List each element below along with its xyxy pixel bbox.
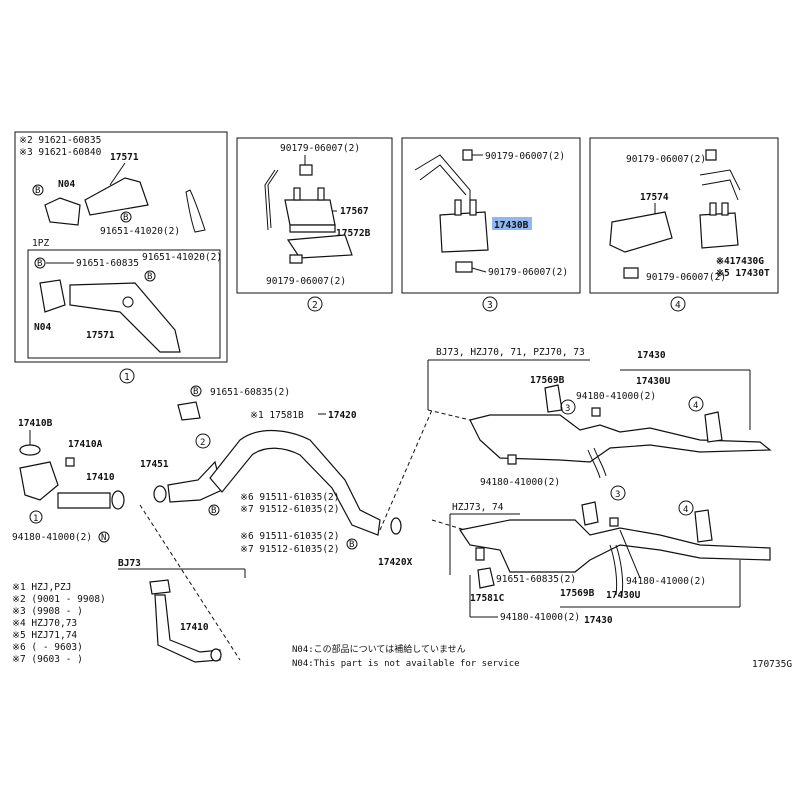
part-17569B-upper: 17569B xyxy=(530,375,565,386)
panel-2: 90179-06007(2) 17567 17572B 90179-06007(… xyxy=(236,137,393,312)
b-marker: B xyxy=(35,186,40,196)
b-marker: B xyxy=(349,540,354,550)
bj73-label: BJ73 xyxy=(118,558,141,569)
bolt-91512-b: ※7 91512-61035(2) xyxy=(240,544,339,555)
sub-bolt-91651-60835: 91651-60835 xyxy=(76,258,139,269)
b-marker: B xyxy=(211,506,216,516)
note-en: N04:This part is not available for servi… xyxy=(292,659,520,669)
part-17410A: 17410A xyxy=(68,439,103,450)
bolt-94180-front: 94180-41000(2) xyxy=(12,532,92,543)
part-17571: 17571 xyxy=(110,152,139,163)
part-17420X: 17420X xyxy=(378,557,413,568)
part-17430T: ※5 17430T xyxy=(716,268,770,279)
panel-4: 90179-06007(2) 17574 ※417430G 90179-0600… xyxy=(589,137,779,312)
bolt-91511-b: ※6 91511-61035(2) xyxy=(240,531,339,542)
part-17572B: 17572B xyxy=(336,228,371,239)
b-marker: B xyxy=(147,272,152,282)
ref-91621-60835: ※2 91621-60835 xyxy=(19,135,101,146)
bolt-91651-front: 91651-60835(2) xyxy=(210,387,290,398)
circle-3-upper: 3 xyxy=(565,404,570,414)
legend-6: ※6 ( - 9603) xyxy=(12,642,83,653)
panel-3: 90179-06007(2) 17430B 90179-06007(2) 3 xyxy=(401,137,581,312)
models-lower: HZJ73, 74 xyxy=(452,502,504,513)
b-marker: B xyxy=(37,259,42,269)
nut-90179-top-4: 90179-06007(2) xyxy=(626,154,706,165)
panel-1: ※2 91621-60835 ※3 91621-60840 17571 B N0… xyxy=(14,131,228,384)
note-jp: N04:この部品については補給していません xyxy=(292,643,466,655)
upper-muffler-assembly: BJ73, HZJ70, 71, PZJ70, 73 17430 17430U … xyxy=(427,347,772,488)
bolt-91651-lower: 91651-60835(2) xyxy=(496,574,576,585)
legend-5: ※5 HZJ71,74 xyxy=(12,630,77,641)
bolt-94180-lower-bottom: 94180-41000(2) xyxy=(500,612,580,623)
legend-3: ※3 (9908 - ) xyxy=(12,606,83,617)
nut-90179-bottom-4: 90179-06007(2) xyxy=(646,272,726,283)
part-17451: 17451 xyxy=(140,459,169,470)
part-17569B-lower: 17569B xyxy=(560,588,595,599)
circle-4-upper: 4 xyxy=(693,401,698,411)
bj73-part-17410: 17410 xyxy=(180,622,209,633)
legend-2: ※2 (9001 - 9908) xyxy=(12,594,106,605)
part-17430B: 17430B xyxy=(494,220,529,231)
n-marker: N xyxy=(101,533,106,543)
lower-muffler-assembly: HZJ73, 74 3 4 91651-60835(2) 17581C 1756… xyxy=(431,485,771,626)
bolt-91651-41020: 91651-41020(2) xyxy=(100,226,180,237)
part-17430-upper: 17430 xyxy=(637,350,666,361)
part-17430-lower: 17430 xyxy=(584,615,613,626)
b-marker: B xyxy=(193,387,198,397)
legend-7: ※7 (9603 - ) xyxy=(12,654,83,665)
nut-90179-bottom: 90179-06007(2) xyxy=(266,276,346,287)
bolt-91512-a: ※7 91512-61035(2) xyxy=(240,504,339,515)
highlight-17430B xyxy=(492,217,532,230)
part-17567: 17567 xyxy=(340,206,369,217)
bolt-94180-upper-bottom: 94180-41000(2) xyxy=(480,477,560,488)
index-2-front: 2 xyxy=(200,438,205,448)
panel-3-index: 3 xyxy=(487,300,493,311)
panel-4-index: 4 xyxy=(675,300,681,311)
part-n04: N04 xyxy=(58,179,75,190)
part-17574: 17574 xyxy=(640,192,669,203)
ref-17581B: ※1 17581B xyxy=(250,410,304,421)
circle-1: 1 xyxy=(33,514,38,524)
sub-bolt-91651-41020: 91651-41020(2) xyxy=(142,252,222,263)
part-17430U-lower: 17430U xyxy=(606,590,641,601)
front-pipe-assembly: 17410B 17410A 17410 1 94180-41000(2) N 1… xyxy=(12,385,433,663)
models-upper: BJ73, HZJ70, 71, PZJ70, 73 xyxy=(436,347,585,358)
sub-label-1pz: 1PZ xyxy=(32,238,49,249)
bolt-91511-a: ※6 91511-61035(2) xyxy=(240,492,339,503)
panel-1-index: 1 xyxy=(124,372,130,383)
ref-91621-60840: ※3 91621-60840 xyxy=(19,147,102,158)
notes: N04:この部品については補給していません N04:This part is n… xyxy=(292,643,520,669)
nut-90179-top: 90179-06007(2) xyxy=(280,143,360,154)
nut-90179-top-3: 90179-06007(2) xyxy=(485,151,565,162)
panel-2-index: 2 xyxy=(312,300,318,311)
legend-4: ※4 HZJ70,73 xyxy=(12,618,77,629)
part-17430G: ※417430G xyxy=(716,256,764,267)
legend: ※1 HZJ,PZJ ※2 (9001 - 9908) ※3 (9908 - )… xyxy=(12,582,106,665)
legend-1: ※1 HZJ,PZJ xyxy=(12,582,71,593)
part-17410B: 17410B xyxy=(18,418,53,429)
part-17410: 17410 xyxy=(86,472,115,483)
b-marker: B xyxy=(123,213,128,223)
part-17420: 17420 xyxy=(328,410,357,421)
bolt-94180-lower-right: 94180-41000(2) xyxy=(626,576,706,587)
part-17430U-upper: 17430U xyxy=(636,376,671,387)
sub-part-n04: N04 xyxy=(34,322,51,333)
bolt-94180-upper-top: 94180-41000(2) xyxy=(576,391,656,402)
circle-4-lower: 4 xyxy=(683,505,688,515)
part-17581C: 17581C xyxy=(470,593,505,604)
circle-3-lower: 3 xyxy=(615,490,620,500)
sub-part-17571: 17571 xyxy=(86,330,115,341)
figure-code: 170735G xyxy=(752,659,792,670)
nut-90179-bottom-3: 90179-06007(2) xyxy=(488,267,568,278)
